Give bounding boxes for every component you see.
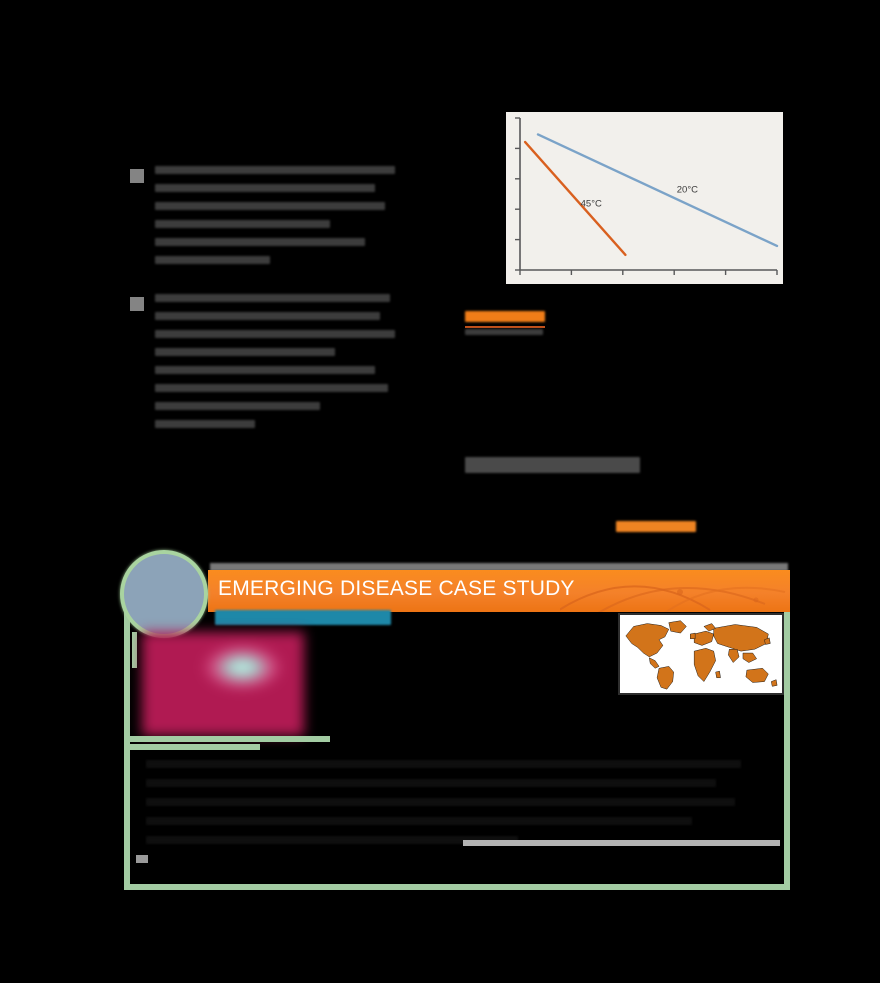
- case-study-subtitle: [215, 610, 391, 628]
- chart-caption-line-2: [465, 329, 543, 337]
- case-study-circle: [120, 550, 208, 638]
- chart-axes: [515, 117, 778, 275]
- body-caption-orange: [616, 521, 696, 534]
- chart-series-labels: 20°C 45°C: [581, 185, 698, 210]
- body-paragraph-left-1: [155, 166, 405, 276]
- case-study-micrograph: [142, 632, 304, 736]
- chart-caption-line-1: [465, 311, 545, 324]
- case-study-banner: EMERGING DISEASE CASE STUDY: [208, 570, 790, 612]
- chart-svg: 20°C 45°C: [515, 117, 779, 275]
- case-study-circle-stem: [132, 632, 137, 668]
- bullet-marker-2: [130, 297, 144, 311]
- body-paragraph-left-2: [155, 294, 405, 444]
- case-study-frame-left-edge: [124, 594, 130, 890]
- frame-stub-lower: [130, 744, 260, 750]
- chart-caption-underline: [465, 326, 545, 328]
- world-map-svg: [620, 615, 782, 693]
- chart-label-45C: 45°C: [581, 199, 602, 210]
- thermal-death-line-chart: 20°C 45°C: [506, 112, 783, 284]
- case-study-body-text: [146, 760, 766, 860]
- banner-arc-decoration: [560, 585, 786, 612]
- case-study-rule: [463, 840, 780, 846]
- chart-label-20C: 20°C: [677, 185, 698, 196]
- chart-series: [523, 133, 779, 257]
- frame-stub-upper: [130, 736, 330, 742]
- chart-line-20C: [536, 133, 779, 248]
- body-paragraph-right-heading: [465, 457, 640, 477]
- case-study-banner-title: EMERGING DISEASE CASE STUDY: [218, 577, 575, 600]
- case-study-small-marker: [136, 855, 148, 863]
- chart-line-45C: [523, 140, 627, 257]
- bullet-marker-1: [130, 169, 144, 183]
- case-study-world-map: [618, 613, 784, 695]
- case-study-banner-shadow: [210, 563, 788, 571]
